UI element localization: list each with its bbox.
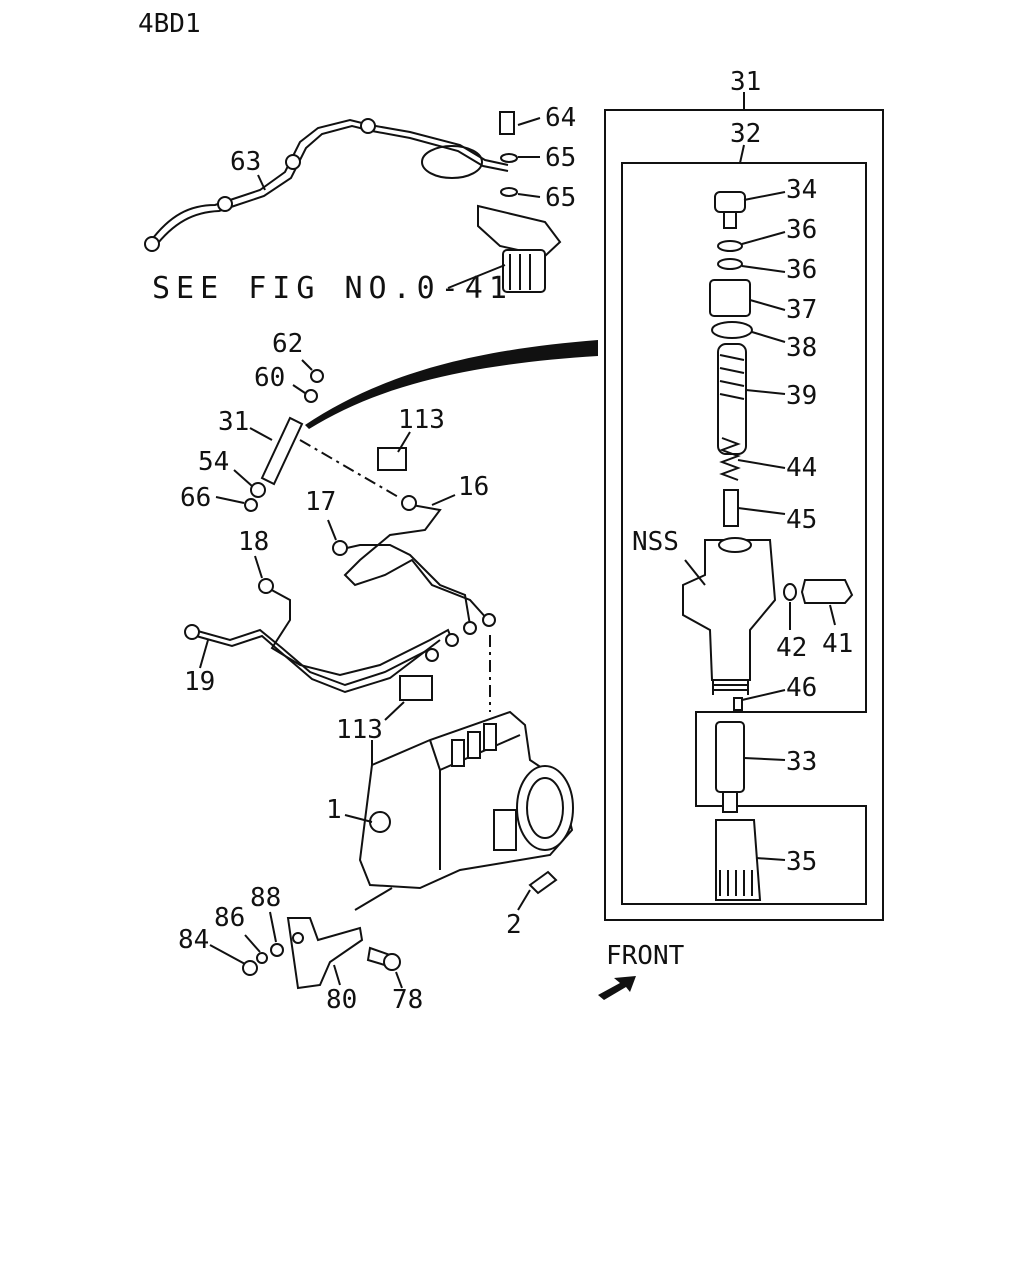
callout-86: 86 — [214, 903, 245, 933]
callout-18: 18 — [238, 527, 269, 557]
nss-label: NSS — [632, 527, 679, 557]
callout-41: 41 — [822, 629, 853, 659]
callout-35: 35 — [786, 847, 817, 877]
pump-bracket — [242, 917, 401, 990]
clamp — [399, 675, 433, 701]
callout-64: 64 — [545, 103, 576, 133]
injection-pipes — [184, 495, 496, 694]
callout-63: 63 — [230, 147, 261, 177]
callout-16: 16 — [458, 472, 489, 502]
nozzle-exploded-parts — [682, 191, 854, 901]
callout-32: 32 — [730, 119, 761, 149]
front-label: FRONT — [606, 941, 685, 971]
callout-62: 62 — [272, 329, 303, 359]
callout-36: 36 — [786, 215, 817, 245]
callout-38: 38 — [786, 333, 817, 363]
callout-80: 80 — [326, 985, 357, 1015]
front-arrow-icon — [598, 976, 636, 1000]
callout-65: 65 — [545, 183, 576, 213]
callout-39: 39 — [786, 381, 817, 411]
callout-113: 113 — [336, 715, 383, 745]
callout-42: 42 — [776, 633, 807, 663]
callout-45: 45 — [786, 505, 817, 535]
nozzle-holder-box — [621, 162, 867, 905]
nozzle-assembly-box — [604, 109, 884, 921]
bolt — [528, 870, 558, 895]
detail-pointer-arrow — [305, 340, 598, 429]
callout-88: 88 — [250, 883, 281, 913]
callout-46: 46 — [786, 673, 817, 703]
injection-nozzle-small — [244, 369, 324, 512]
model-code: 4BD1 — [138, 9, 201, 39]
callout-84: 84 — [178, 925, 209, 955]
callout-60: 60 — [254, 363, 285, 393]
callout-113: 113 — [398, 405, 445, 435]
injection-pump — [354, 710, 574, 911]
fuel-filter-assembly — [477, 111, 562, 293]
callout-31: 31 — [218, 407, 249, 437]
callout-78: 78 — [392, 985, 423, 1015]
callout-36: 36 — [786, 255, 817, 285]
clamp — [377, 447, 407, 471]
callout-34: 34 — [786, 175, 817, 205]
callout-31: 31 — [730, 67, 761, 97]
callout-17: 17 — [305, 487, 336, 517]
callout-54: 54 — [198, 447, 229, 477]
reference-note: SEE FIG NO.0-41 — [152, 271, 513, 306]
callout-44: 44 — [786, 453, 817, 483]
callout-65: 65 — [545, 143, 576, 173]
callout-1: 1 — [326, 795, 342, 825]
callout-66: 66 — [180, 483, 211, 513]
callout-37: 37 — [786, 295, 817, 325]
callout-2: 2 — [506, 910, 522, 940]
callout-33: 33 — [786, 747, 817, 777]
fuel-return-pipe — [144, 118, 509, 252]
callout-19: 19 — [184, 667, 215, 697]
